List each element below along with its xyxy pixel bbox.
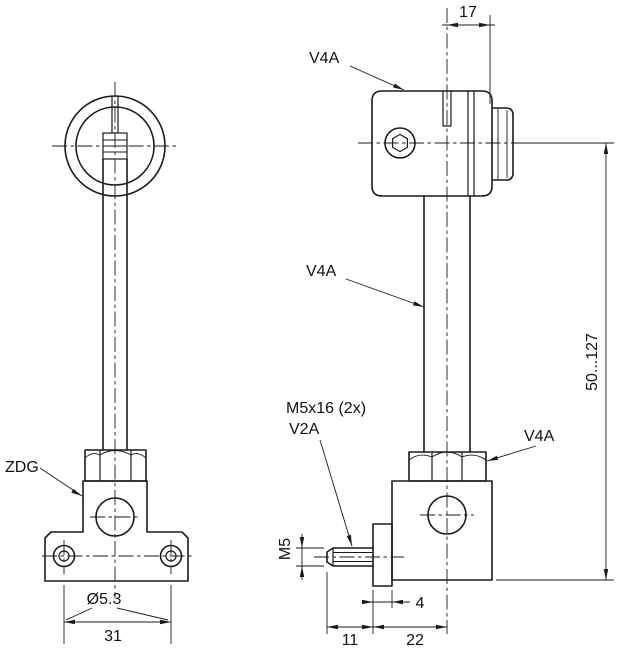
dim-hole-spacing-text: 31 (104, 628, 122, 645)
dimension-hole-diameter: Ø5.3 (65, 591, 169, 621)
set-screw (326, 547, 374, 567)
dimension-screw-offset: 22 (373, 624, 447, 649)
set-screw-threads (333, 552, 373, 562)
v4a-rod-text: V4A (306, 263, 337, 280)
dimension-screw-protrusion: 11 (326, 572, 373, 649)
mount-hole-left-inner (58, 550, 70, 562)
nut-front (84, 449, 147, 482)
v4a-nut-text: V4A (524, 428, 555, 445)
clamp-head-jaw-lines (467, 90, 475, 197)
mount-hole-right-outer (159, 544, 183, 568)
clamp-head-side (371, 90, 493, 197)
dimension-height-range: 50...127 (496, 142, 614, 581)
dimension-thread: M5 (277, 534, 324, 580)
rod-front (102, 158, 128, 451)
base-block-front (44, 480, 189, 582)
clamp-ring-bore (75, 106, 155, 186)
clamp-head-boss (491, 107, 514, 181)
mount-hole-right-inner (165, 550, 177, 562)
clamp-bolt-hex-socket (392, 133, 408, 153)
dim-plate-thickness-text: 4 (416, 595, 425, 612)
clamp-screw-threads (103, 139, 127, 153)
label-zdg: ZDG (5, 459, 83, 497)
label-v4a-clamp: V4A (309, 50, 405, 91)
dimension-plate-thickness: 4 (362, 590, 425, 634)
clamp-ring-outer (64, 95, 166, 197)
nut-front-facets (99, 449, 132, 482)
label-v4a-nut: V4A (486, 428, 555, 462)
clamp-head-top-slit (442, 90, 452, 127)
spacer-plate (372, 523, 393, 587)
v4a-clamp-text: V4A (309, 50, 340, 67)
dim-screw-offset-text: 22 (406, 632, 424, 649)
screw-material-text: V2A (289, 421, 320, 438)
rod-side (423, 195, 471, 453)
dimension-clamp-offset: 17 (442, 4, 495, 104)
nut-side (408, 451, 487, 482)
side-view: 17 50...127 M5 M5x16 (2x) V2A (277, 4, 614, 649)
screw-spec-text: M5x16 (2x) (286, 400, 366, 417)
clamp-slit (111, 95, 119, 134)
mount-hole-left-outer (52, 544, 76, 568)
nut-front-chamfers (84, 450, 147, 459)
base-bore-front (95, 497, 135, 537)
dim-height-range-text: 50...127 (584, 333, 601, 391)
dimension-hole-spacing: 31 (63, 585, 172, 645)
zdg-text: ZDG (5, 459, 39, 476)
nut-side-chamfers (408, 451, 487, 461)
clamp-head-boss-lines (497, 108, 508, 180)
label-v4a-rod: V4A (306, 263, 425, 308)
dim-hole-diameter-text: Ø5.3 (87, 591, 122, 608)
dim-clamp-offset-text: 17 (459, 4, 477, 21)
front-view: 31 Ø5.3 ZDG (5, 82, 194, 645)
clamp-bolt-head (384, 127, 416, 159)
dim-screw-protrusion-text: 11 (342, 632, 359, 649)
dim-thread-text: M5 (277, 538, 294, 560)
base-bore-side (427, 495, 467, 535)
label-screw-spec: M5x16 (2x) V2A (286, 400, 366, 547)
